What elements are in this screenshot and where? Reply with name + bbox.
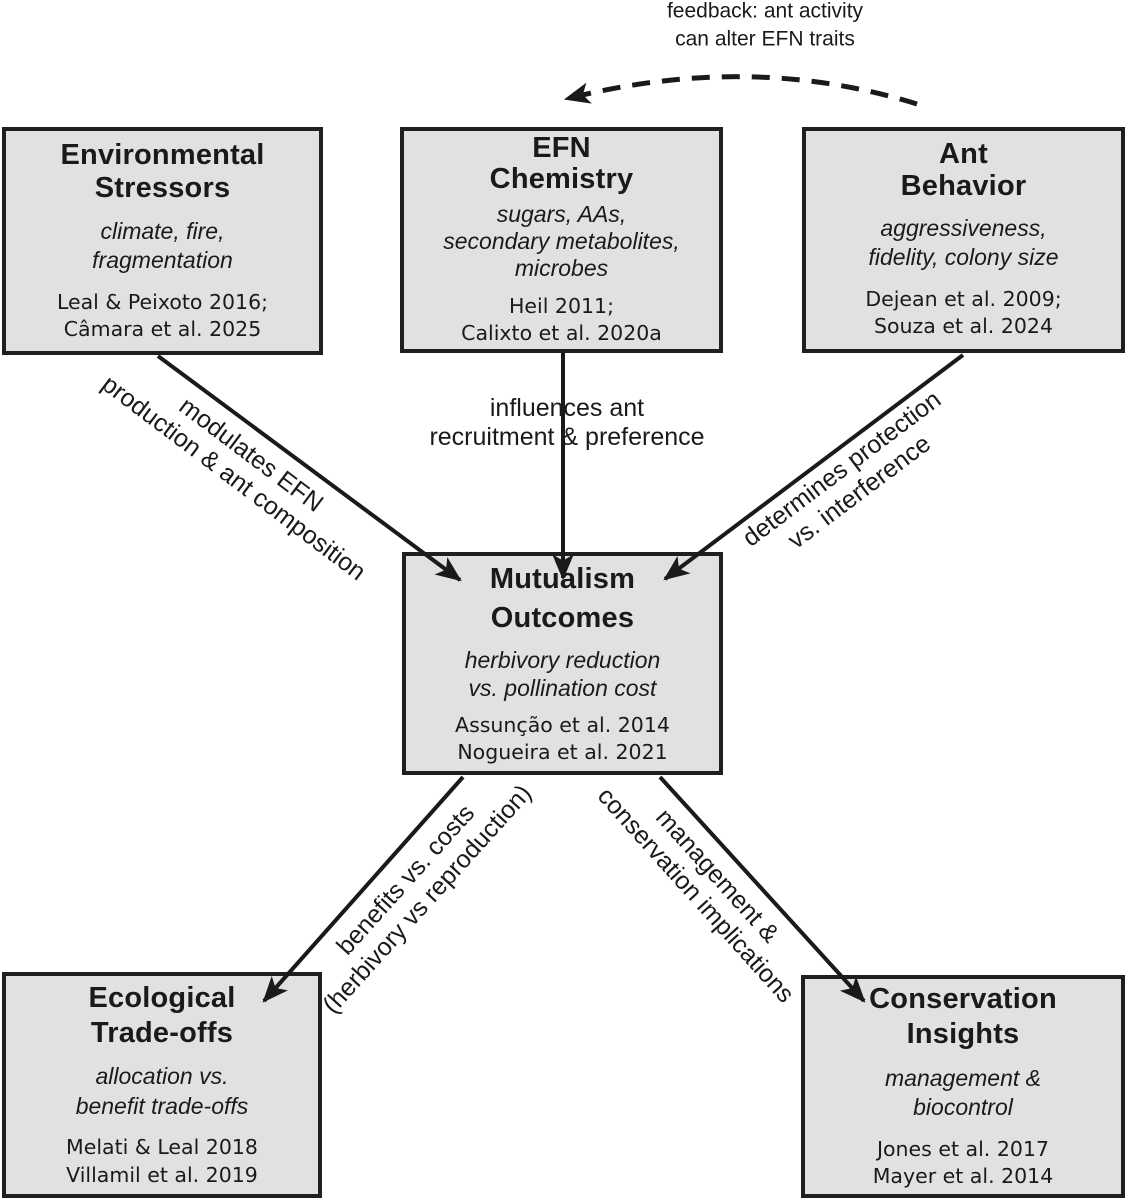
node-title: Mutualism Outcomes xyxy=(489,563,636,634)
edge-label-efn-to-mutualism: influences ant recruitment & preference xyxy=(429,393,705,451)
feedback-caption: feedback: ant activity can alter EFN tra… xyxy=(666,0,864,51)
node-references: Dejean et al. 2009; Souza et al. 2024 xyxy=(865,286,1062,339)
node-title: Ecological Trade-offs xyxy=(88,981,236,1049)
arrow-feedback-dashed xyxy=(563,74,918,107)
node-subtitle: management & biocontrol xyxy=(885,1064,1041,1121)
node-references: Heil 2011; Calixto et al. 2020a xyxy=(461,293,662,345)
node-subtitle: sugars, AAs, secondary metabolites, micr… xyxy=(443,201,680,282)
node-ant-behavior: Ant Behavior aggressiveness, fidelity, c… xyxy=(802,127,1125,353)
node-conservation-insights: Conservation Insights management & bioco… xyxy=(801,975,1125,1198)
node-title: Environmental Stressors xyxy=(60,138,265,204)
node-subtitle: herbivory reduction vs. pollination cost xyxy=(464,646,661,701)
node-references: Assunção et al. 2014 Nogueira et al. 202… xyxy=(455,712,670,765)
node-references: Leal & Peixoto 2016; Câmara et al. 2025 xyxy=(56,289,269,341)
edge-label-mutualism-to-conservation: management & conservation implications xyxy=(591,782,800,1009)
edge-label-env-to-mutualism: modulates EFN production & ant compositi… xyxy=(96,369,371,587)
node-title: Conservation Insights xyxy=(869,983,1057,1051)
node-environmental-stressors: Environmental Stressors climate, fire, f… xyxy=(2,127,323,355)
node-title: EFN Chemistry xyxy=(489,131,634,195)
node-subtitle: aggressiveness, fidelity, colony size xyxy=(868,214,1059,271)
node-mutualism-outcomes: Mutualism Outcomes herbivory reduction v… xyxy=(402,552,723,775)
node-references: Jones et al. 2017 Mayer et al. 2014 xyxy=(872,1136,1054,1189)
edge-label-mutualism-to-ecological: benefits vs. costs (herbivory vs reprodu… xyxy=(317,779,538,1020)
node-ecological-trade-offs: Ecological Trade-offs allocation vs. ben… xyxy=(2,972,322,1198)
node-subtitle: allocation vs. benefit trade-offs xyxy=(75,1063,249,1119)
node-efn-chemistry: EFN Chemistry sugars, AAs, secondary met… xyxy=(400,127,723,353)
edge-label-ant-to-mutualism: determines protection vs. interference xyxy=(737,385,947,555)
node-title: Ant Behavior xyxy=(900,138,1027,202)
node-references: Melati & Leal 2018 Villamil et al. 2019 xyxy=(66,1135,258,1187)
node-subtitle: climate, fire, fragmentation xyxy=(92,217,233,274)
